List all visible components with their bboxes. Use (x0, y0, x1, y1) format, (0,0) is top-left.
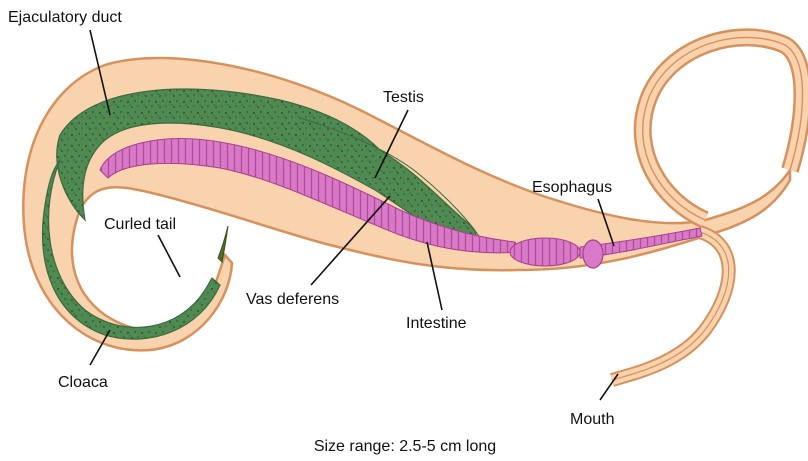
label-cloaca: Cloaca (58, 374, 108, 391)
label-vas-deferens: Vas deferens (246, 291, 339, 308)
label-ejaculatory-duct: Ejaculatory duct (8, 9, 122, 26)
label-curled-tail: Curled tail (104, 216, 176, 233)
label-mouth: Mouth (570, 411, 614, 428)
label-testis: Testis (383, 89, 424, 106)
label-esophagus: Esophagus (532, 179, 612, 196)
label-intestine: Intestine (406, 315, 467, 332)
diagram-caption: Size range: 2.5-5 cm long (314, 438, 496, 455)
